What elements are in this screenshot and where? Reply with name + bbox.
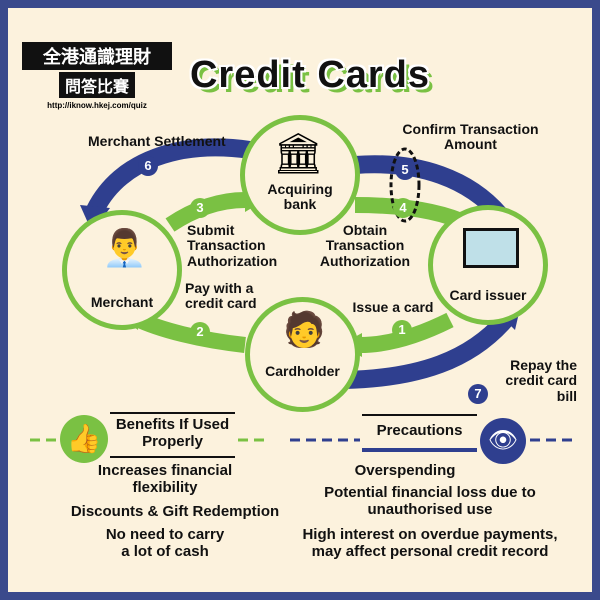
card-issuer-icon: [463, 228, 519, 268]
bank-label: Acquiring bank: [267, 181, 333, 213]
step-4-label: Obtain Transaction Authorization: [319, 222, 411, 269]
arrow-5-confirm: [354, 155, 507, 222]
cardholder-icon: 🧑: [283, 311, 326, 349]
logo-title-1: 全港通識理財: [22, 42, 172, 70]
step-7-badge: 7: [468, 384, 488, 404]
cardholder-label: Cardholder: [265, 363, 340, 379]
step-7-label: Repay the credit card bill: [505, 357, 577, 404]
step-6-label: Merchant Settlement: [88, 133, 226, 149]
step-2-label: Pay with a credit card: [185, 280, 257, 312]
precautions-banner: Precautions: [362, 414, 477, 452]
benefits-banner: Benefits If Used Properly: [110, 412, 235, 458]
step-2-badge: 2: [190, 322, 210, 342]
step-1-badge: 1: [392, 320, 412, 340]
benefit-item-2: Discounts & Gift Redemption: [70, 503, 280, 520]
node-cardholder: 🧑 Cardholder: [245, 297, 360, 412]
arrow-3-submit: [165, 192, 246, 232]
precaution-item-2: Potential financial loss due to unauthor…: [324, 484, 536, 519]
bank-icon: 🏛: [273, 132, 324, 176]
step-6-badge: 6: [138, 156, 158, 176]
precautions-heading: Precautions: [376, 422, 463, 439]
page-title: Credit Cards: [189, 54, 431, 96]
node-acquiring-bank: 🏛 Acquiring bank: [240, 115, 360, 235]
benefit-item-3: No need to carry a lot of cash: [105, 526, 225, 561]
step-3-label: Submit Transaction Authorization: [187, 222, 278, 269]
node-card-issuer: Card issuer: [428, 205, 548, 325]
step-1-label: Issue a card: [352, 299, 434, 315]
node-merchant: 👨‍💼 Merchant: [62, 210, 182, 330]
precaution-item-3: High interest on overdue payments, may a…: [302, 526, 558, 561]
logo-title-2: 問答比賽: [58, 72, 135, 98]
card-issuer-label: Card issuer: [449, 287, 527, 303]
step-3-badge: 3: [190, 198, 210, 218]
precaution-item-1: Overspending: [354, 462, 456, 479]
quiz-logo: 全港通識理財 問答比賽 http://iknow.hkej.com/quiz: [22, 42, 172, 110]
step-4-badge: 4: [393, 198, 413, 218]
eye-icon: 👁: [480, 418, 526, 464]
logo-url[interactable]: http://iknow.hkej.com/quiz: [47, 101, 147, 110]
thumbs-up-icon: 👍: [60, 415, 108, 463]
benefit-item-1: Increases financial flexibility: [97, 462, 233, 497]
merchant-label: Merchant: [90, 294, 154, 310]
arrow-6-merchant-settlement: [86, 138, 252, 215]
step-5-dashed-highlight: [389, 147, 421, 223]
step-5-label: Confirm Transaction Amount: [402, 121, 539, 153]
benefits-heading: Benefits If Used Properly: [115, 416, 230, 450]
step-5-badge: 5: [395, 160, 415, 180]
arrow-7-repay: [344, 313, 512, 389]
merchant-icon: 👨‍💼: [102, 227, 147, 268]
